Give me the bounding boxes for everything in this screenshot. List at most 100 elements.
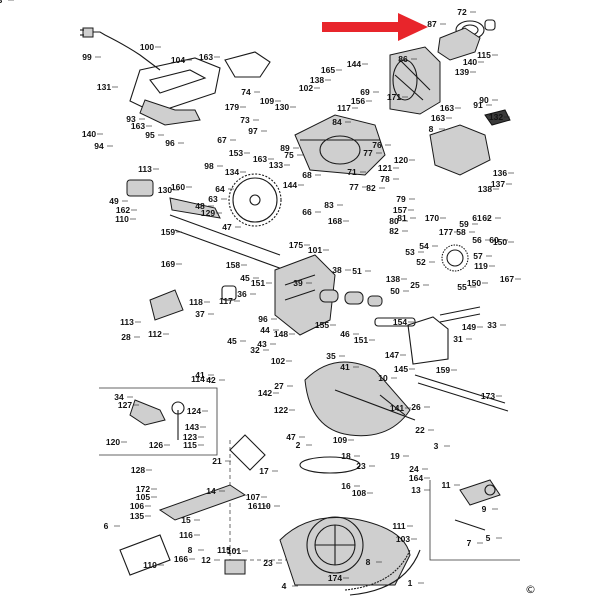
part-label-166: 128 — [131, 465, 145, 475]
part-label-43: 98 — [204, 161, 214, 171]
part-label-4: 99 — [82, 52, 92, 62]
part-label-143: 173 — [481, 391, 495, 401]
part-label-151: 120 — [106, 437, 120, 447]
part-label-97: 51 — [352, 266, 362, 276]
part-label-117: 155 — [315, 320, 329, 330]
part-label-61: 130 — [158, 185, 172, 195]
part-label-160: 23 — [356, 461, 366, 471]
part-label-116: 44 — [260, 325, 270, 335]
part-label-95: 158 — [226, 260, 240, 270]
part-label-92: 57 — [473, 251, 483, 261]
part-label-10: 86 — [398, 54, 408, 64]
part-label-89: 101 — [308, 245, 322, 255]
part-label-65: 157 — [393, 205, 407, 215]
gear-housing — [429, 109, 511, 176]
part-label-83: 60 — [489, 235, 499, 245]
part-label-186: 115 — [217, 545, 231, 555]
power-cord — [80, 27, 161, 71]
part-label-100: 45 — [240, 273, 250, 283]
part-label-192: 4 — [282, 581, 287, 591]
part-label-112: 37 — [195, 309, 205, 319]
part-label-149: 123 — [183, 432, 197, 442]
part-label-64: 79 — [396, 194, 406, 204]
part-label-22: 171 — [387, 92, 401, 102]
part-label-134: 41 — [340, 362, 350, 372]
part-label-101: 151 — [251, 278, 265, 288]
part-label-124: 149 — [462, 322, 476, 332]
part-label-178: 11 — [442, 480, 451, 490]
part-label-94: 169 — [161, 259, 175, 269]
part-label-153: 47 — [286, 432, 296, 442]
part-label-175: 10 — [261, 501, 271, 511]
part-label-58: 137 — [491, 179, 505, 189]
part-label-52: 71 — [347, 167, 357, 177]
part-label-91: 54 — [419, 241, 429, 251]
part-label-57: 136 — [493, 168, 507, 178]
part-label-98: 52 — [416, 257, 426, 267]
part-label-180: 15 — [181, 515, 191, 525]
part-label-105: 117 — [219, 296, 233, 306]
part-label-55: 77 — [349, 182, 359, 192]
part-label-13: 102 — [299, 83, 313, 93]
part-label-127: 147 — [385, 350, 399, 360]
part-label-172: 16 — [341, 481, 351, 491]
part-label-191: 110 — [143, 560, 157, 570]
part-label-25: 91 — [473, 100, 483, 110]
part-label-54: 68 — [302, 170, 312, 180]
part-label-27: 132 — [489, 112, 503, 122]
part-label-139: 27 — [274, 381, 284, 391]
part-label-181: 5 — [486, 533, 491, 543]
part-label-111: 36 — [237, 289, 247, 299]
part-label-77: 59 — [459, 219, 469, 229]
part-label-129: 102 — [271, 356, 285, 366]
upper-arm — [294, 114, 386, 176]
gear-ring — [441, 244, 469, 272]
part-label-93: 167 — [500, 274, 514, 284]
part-label-128: 31 — [453, 334, 463, 344]
part-label-76: 170 — [425, 213, 439, 223]
part-label-155: 109 — [333, 435, 347, 445]
part-label-69: 48 — [195, 201, 205, 211]
part-label-142: 26 — [411, 402, 421, 412]
part-label-71: 66 — [302, 207, 312, 217]
part-label-147: 122 — [274, 405, 288, 415]
part-label-48: 77 — [363, 148, 373, 158]
part-label-36: 84 — [332, 117, 342, 127]
part-label-49: 120 — [394, 155, 408, 165]
part-label-179: 6 — [104, 521, 109, 531]
part-label-103: 39 — [293, 278, 303, 288]
part-label-80: 177 — [439, 227, 453, 237]
part-label-6: 115 — [477, 50, 491, 60]
part-label-195: 1 — [408, 578, 413, 588]
part-label-1: 87 — [427, 19, 437, 29]
part-label-123: 154 — [393, 317, 407, 327]
part-label-3: 163 — [199, 52, 213, 62]
part-label-189: 101 — [227, 546, 241, 556]
part-label-17: 130 — [275, 102, 289, 112]
part-label-19: 73 — [240, 115, 250, 125]
part-label-12: 138 — [310, 75, 324, 85]
part-label-68: 110 — [115, 214, 129, 224]
part-label-90: 53 — [405, 247, 415, 257]
part-label-193: 174 — [328, 573, 342, 583]
part-label-145: 127 — [118, 400, 132, 410]
part-label-63: 144 — [283, 180, 297, 190]
part-label-24: 163 — [440, 103, 454, 113]
part-label-62: 63 — [208, 194, 218, 204]
part-label-11: 165 — [321, 65, 335, 75]
part-label-81: 58 — [456, 227, 466, 237]
part-label-187: 12 — [201, 555, 211, 565]
part-label-2: 100 — [140, 42, 154, 52]
part-label-16: 179 — [225, 102, 239, 112]
part-label-41: 75 — [284, 150, 294, 160]
part-label-154: 2 — [296, 440, 301, 450]
bevel-bracket — [407, 306, 481, 365]
part-label-35: 117 — [337, 103, 351, 113]
part-label-46: 64 — [215, 184, 225, 194]
part-label-87: 82 — [389, 226, 399, 236]
part-label-173: 108 — [352, 488, 366, 498]
part-label-131: 28 — [121, 332, 131, 342]
part-label-51: 121 — [378, 163, 392, 173]
part-label-130: 35 — [326, 351, 336, 361]
